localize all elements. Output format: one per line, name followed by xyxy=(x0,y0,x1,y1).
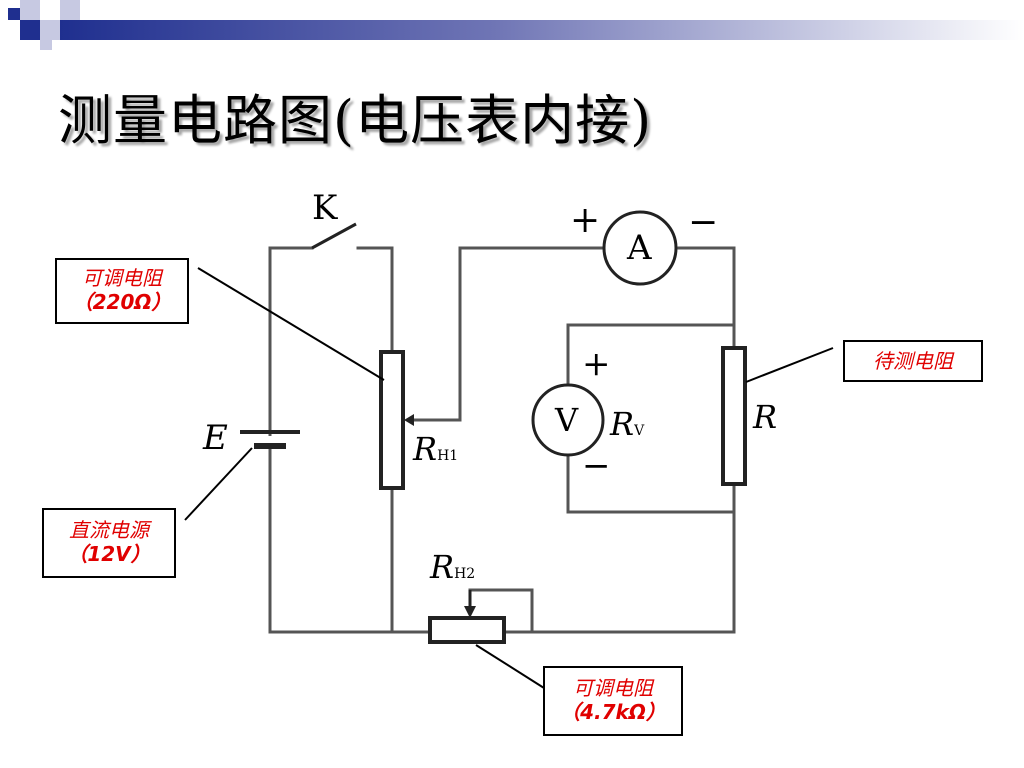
deco-square xyxy=(8,8,20,20)
wire-rh2-wiper xyxy=(468,588,534,634)
switch-k xyxy=(311,222,357,250)
rv-sub: V xyxy=(634,423,645,439)
leader-rh1 xyxy=(197,267,385,381)
rh2-label: RH2 xyxy=(430,548,475,586)
r-label: R xyxy=(753,398,778,436)
voltmeter-symbol: V xyxy=(555,401,579,439)
rh1-sub: H1 xyxy=(437,448,459,464)
ammeter-plus: + xyxy=(570,200,601,241)
rh2-wiper-arrow xyxy=(464,606,476,618)
deco-square xyxy=(60,0,80,20)
callout-rh2-value: （4.7kΩ） xyxy=(560,700,666,724)
leader-source xyxy=(184,447,253,521)
ammeter-minus: − xyxy=(688,202,719,243)
header-decoration xyxy=(0,0,1024,50)
rv-main: R xyxy=(610,405,635,443)
wire-left-loop xyxy=(268,246,736,634)
rh2-sub: H2 xyxy=(454,566,476,582)
rh1-wiper-arrow xyxy=(404,414,414,426)
callout-source-value: （12V） xyxy=(67,542,151,566)
ammeter-symbol: A xyxy=(627,228,652,268)
deco-square xyxy=(40,20,60,40)
switch-label: K xyxy=(312,188,338,228)
callout-r-name: 待测电阻 xyxy=(873,349,953,373)
deco-square xyxy=(20,0,40,20)
rheostat-rh2 xyxy=(428,616,506,644)
callout-r: 待测电阻 xyxy=(843,340,983,382)
callout-source-name: 直流电源 xyxy=(69,518,149,542)
source-label: E xyxy=(203,418,228,458)
leader-rh2 xyxy=(475,644,545,689)
battery-e xyxy=(240,430,300,449)
rv-label: RV xyxy=(610,405,644,443)
deco-square xyxy=(40,40,52,50)
ammeter xyxy=(602,210,678,286)
rh1-main: R xyxy=(413,430,438,468)
wire-voltmeter-branch xyxy=(566,323,736,514)
voltmeter-plus: + xyxy=(582,344,611,384)
slide-title: 测量电路图(电压表内接) xyxy=(58,89,653,152)
rh2-main: R xyxy=(430,548,455,586)
voltmeter xyxy=(531,383,605,457)
rh1-label: RH1 xyxy=(413,430,458,468)
rheostat-rh1 xyxy=(379,350,405,490)
wire-switch-right xyxy=(356,246,394,354)
voltmeter-minus: − xyxy=(582,446,611,486)
resistor-r xyxy=(721,346,747,486)
callout-rh2: 可调电阻 （4.7kΩ） xyxy=(543,666,683,736)
deco-square xyxy=(20,20,40,40)
header-gradient-bar xyxy=(60,20,1024,40)
callout-rh1-value: （220Ω） xyxy=(72,290,172,314)
wire-rh1-wiper xyxy=(410,246,606,422)
callout-rh1: 可调电阻 （220Ω） xyxy=(55,258,189,324)
leader-r xyxy=(745,347,834,383)
callout-rh1-name: 可调电阻 xyxy=(82,266,162,290)
callout-source: 直流电源 （12V） xyxy=(42,508,176,578)
callout-rh2-name: 可调电阻 xyxy=(573,676,653,700)
